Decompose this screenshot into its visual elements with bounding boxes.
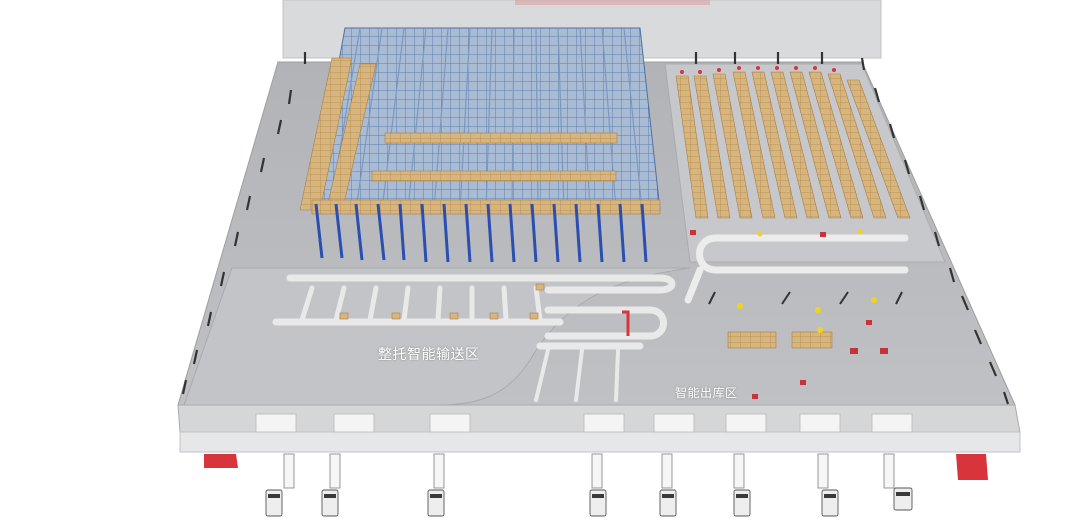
pallet-conveyor-system bbox=[272, 274, 676, 402]
zone-label-smart-outbound: 智能出库区 bbox=[675, 386, 738, 400]
agv-markers bbox=[737, 229, 877, 333]
conveyor-cargo bbox=[339, 283, 545, 320]
truck-icon bbox=[265, 453, 913, 517]
outbound-conveyor-loop bbox=[684, 234, 909, 304]
zone-label-pallet-conveying: 整托智能输送区 bbox=[378, 347, 480, 363]
outbound-lane-posts bbox=[708, 291, 903, 305]
picking-shelving bbox=[675, 66, 911, 219]
asrs-rack-block bbox=[299, 27, 661, 263]
outbound-staging-pallets bbox=[727, 331, 833, 349]
perimeter-posts bbox=[181, 52, 1010, 405]
forklift-icon bbox=[690, 230, 888, 399]
dock-door-icon bbox=[255, 413, 913, 433]
dock-ramps bbox=[204, 454, 988, 480]
red-guide-line bbox=[622, 310, 630, 336]
